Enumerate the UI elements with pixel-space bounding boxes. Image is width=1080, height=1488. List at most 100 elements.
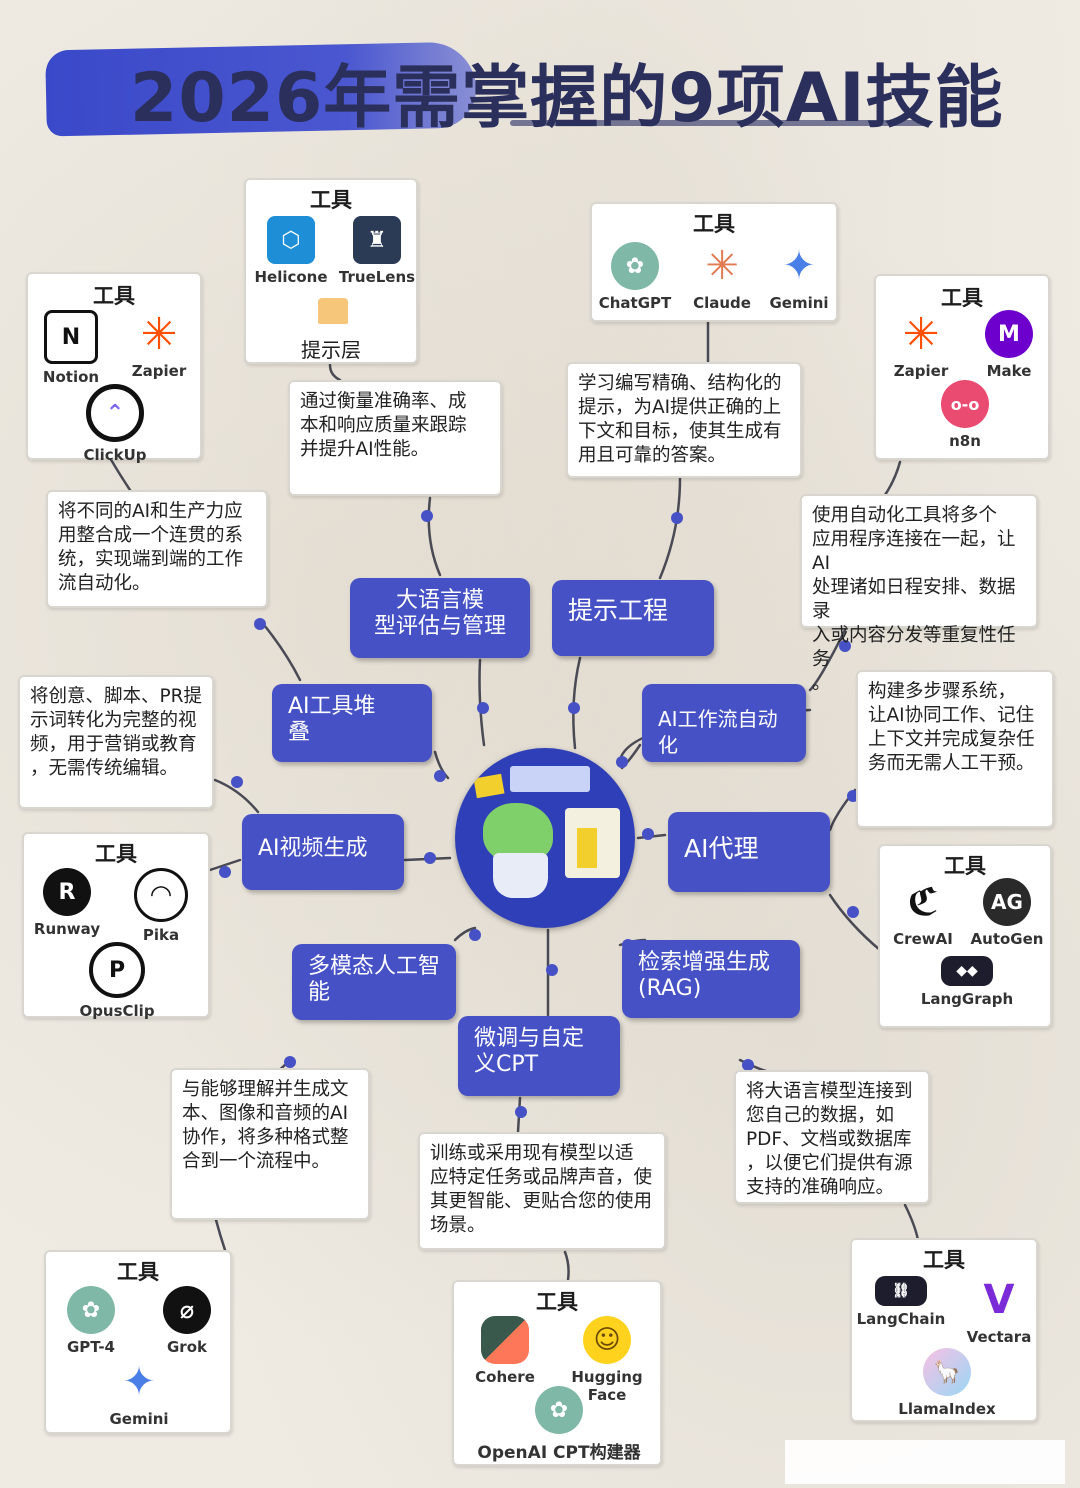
- desc-ai-video-generation: 将创意、脚本、PR提 示词转化为完整的视 频，用于营销或教育 ，无需传统编辑。: [18, 675, 214, 809]
- tool-helicone: ⬡ Helicone: [236, 216, 346, 286]
- tools-heading: 工具: [93, 284, 135, 308]
- notion-icon: N: [44, 310, 98, 364]
- tool-label: GPT-4: [67, 1338, 115, 1356]
- autogen-icon: AG: [983, 878, 1031, 926]
- opusclip-icon: P: [89, 942, 145, 998]
- tool-langgraph: ◆◆ LangGraph: [912, 956, 1022, 1008]
- tool-label: ClickUp: [83, 446, 147, 464]
- prompt-layer-label: 提示层: [301, 338, 361, 362]
- desc-rag: 将大语言模型连接到 您自己的数据，如 PDF、文档或数据库 ，以便它们提供有源 …: [734, 1070, 930, 1204]
- n8n-icon: o-o: [941, 380, 989, 428]
- tool-label: OpusClip: [79, 1002, 155, 1020]
- page-title: 2026年需掌握的9项AI技能: [130, 59, 1004, 138]
- runway-icon: R: [43, 868, 91, 916]
- llamaindex-icon: 🦙: [923, 1348, 971, 1396]
- huggingface-icon: ☺: [583, 1316, 631, 1364]
- tools-finetune-custom-gpt: 工具 Cohere ☺ Hugging Face ✿ OpenAI CPT构建器: [452, 1280, 662, 1466]
- truelens-icon: ♜: [353, 216, 401, 264]
- tool-chatgpt: ✿ ChatGPT: [580, 242, 690, 312]
- desc-prompt-engineering: 学习编写精确、结构化的 提示，为AI提供正确的上 下文和目标，使其生成有 用且可…: [566, 362, 802, 478]
- crewai-icon: ℭ: [899, 878, 947, 926]
- tool-label: ChatGPT: [598, 294, 672, 312]
- tool-label: Zapier: [131, 362, 187, 380]
- tool-label: Notion: [42, 368, 100, 386]
- tool-zapier: ✳ Zapier: [104, 308, 214, 381]
- node-ai-agents: AI代理: [668, 812, 830, 892]
- tools-ai-tool-stack: 工具 N Notion ✳ Zapier ⌃ ClickUp: [26, 272, 202, 464]
- cohere-icon: [481, 1316, 529, 1364]
- tool-pika: ◠ Pika: [106, 868, 216, 944]
- tool-autogen: AG AutoGen: [952, 878, 1062, 948]
- tool-n8n: o-o n8n: [910, 380, 1020, 450]
- tools-ai-workflow-automation: 工具 ✳ Zapier M Make o-o n8n: [874, 274, 1050, 460]
- tool-notion: N Notion: [16, 310, 126, 386]
- tool-label: Cohere: [475, 1368, 535, 1386]
- gpt4-icon: ✿: [67, 1286, 115, 1334]
- tool-make: M Make: [954, 310, 1064, 380]
- tool-label: AutoGen: [970, 930, 1044, 948]
- tool-label: Zapier: [893, 362, 949, 380]
- zapier-icon: ✳: [140, 308, 178, 360]
- tool-label: TrueLens: [338, 268, 416, 286]
- tool-label: Gemini: [109, 1410, 169, 1428]
- node-finetune-custom-gpt: 微调与自定 义CPT: [458, 1016, 620, 1096]
- tool-crewai: ℭ CrewAI: [868, 878, 978, 948]
- tools-heading: 工具: [117, 1260, 159, 1284]
- vectara-icon: V: [983, 1277, 1015, 1323]
- langchain-icon: ⛓: [875, 1276, 927, 1306]
- tool-runway: R Runway: [12, 868, 122, 938]
- zapier-icon: ✳: [902, 308, 940, 360]
- gemini-icon: ✦: [122, 1359, 156, 1405]
- tool-vectara: V Vectara: [944, 1276, 1054, 1346]
- title-underline: [510, 120, 930, 126]
- node-ai-workflow-automation: AI工作流自动化: [642, 684, 806, 762]
- desc-finetune-custom-gpt: 训练或采用现有模型以适 应特定任务或品牌声音，使 其更智能、更贴合您的使用 场景…: [418, 1132, 666, 1250]
- tools-rag: 工具 ⛓ LangChain V Vectara 🦙 LlamaIndex: [850, 1238, 1038, 1422]
- tool-label: Gemini: [769, 294, 829, 312]
- tool-gpt4: ✿ GPT-4: [36, 1286, 146, 1356]
- desc-llm-eval: 通过衡量准确率、成 本和响应质量来跟踪 并提升AI性能。: [288, 380, 502, 496]
- tools-heading: 工具: [95, 842, 137, 866]
- tool-huggingface: ☺ Hugging Face: [552, 1316, 662, 1404]
- tool-label: CrewAI: [893, 930, 953, 948]
- chatgpt-icon: ✿: [611, 242, 659, 290]
- tools-heading: 工具: [693, 212, 735, 236]
- tool-label: Runway: [33, 920, 101, 938]
- tool-cohere: Cohere: [450, 1316, 560, 1386]
- tool-label: Helicone: [254, 268, 328, 286]
- langgraph-icon: ◆◆: [941, 956, 993, 986]
- desc-multimodal-ai: 与能够理解并生成文 本、图像和音频的AI 协作，将多种格式整 合到一个流程中。: [170, 1068, 370, 1220]
- desc-ai-agents: 构建多步骤系统， 让AI协同工作、记住 上下文并完成复杂任 务而无需人工干预。: [856, 670, 1054, 828]
- center-ai-illustration: [455, 748, 635, 928]
- tools-multimodal-ai: 工具 ✿ GPT-4 ⌀ Grok ✦ Gemini: [44, 1250, 232, 1434]
- tool-gemini: ✦ Gemini: [744, 242, 854, 312]
- node-rag: 检索增强生成 (RAG): [622, 940, 800, 1018]
- tool-truelens: ♜ TrueLens: [322, 216, 432, 286]
- tools-heading: 工具: [536, 1290, 578, 1314]
- grok-icon: ⌀: [163, 1286, 211, 1334]
- node-prompt-engineering: 提示工程: [552, 580, 714, 656]
- node-llm-eval: 大语言模 型评估与管理: [350, 578, 530, 658]
- illustration-screen: [510, 766, 590, 792]
- node-ai-tool-stack: AI工具堆 叠: [272, 684, 432, 762]
- tool-label: OpenAI CPT构建器: [477, 1443, 641, 1463]
- tool-opusclip: P OpusClip: [62, 942, 172, 1020]
- desc-ai-tool-stack: 将不同的AI和生产力应 用整合成一个连贯的系 统，实现端到端的工作 流自动化。: [46, 490, 268, 608]
- prompt-layer-icon: [318, 298, 348, 324]
- tool-label: Claude: [693, 294, 751, 312]
- helicone-icon: ⬡: [267, 216, 315, 264]
- tools-llm-eval: 工具 ⬡ Helicone ♜ TrueLens 提示层: [244, 178, 418, 364]
- tools-ai-video-generation: 工具 R Runway ◠ Pika P OpusClip: [22, 832, 210, 1020]
- tool-label: LangGraph: [920, 990, 1014, 1008]
- tool-label: Hugging Face: [571, 1368, 643, 1404]
- tool-grok: ⌀ Grok: [132, 1286, 242, 1356]
- tools-heading: 工具: [310, 188, 352, 212]
- tool-label: n8n: [949, 432, 981, 450]
- tool-langchain: ⛓ LangChain: [846, 1276, 956, 1328]
- tools-heading: 工具: [941, 286, 983, 310]
- make-icon: M: [985, 310, 1033, 358]
- title-area: 2026年需掌握的9项AI技能: [40, 38, 1003, 138]
- tool-label: LlamaIndex: [898, 1400, 996, 1418]
- tools-ai-agents: 工具 ℭ CrewAI AG AutoGen ◆◆ LangGraph: [878, 844, 1052, 1028]
